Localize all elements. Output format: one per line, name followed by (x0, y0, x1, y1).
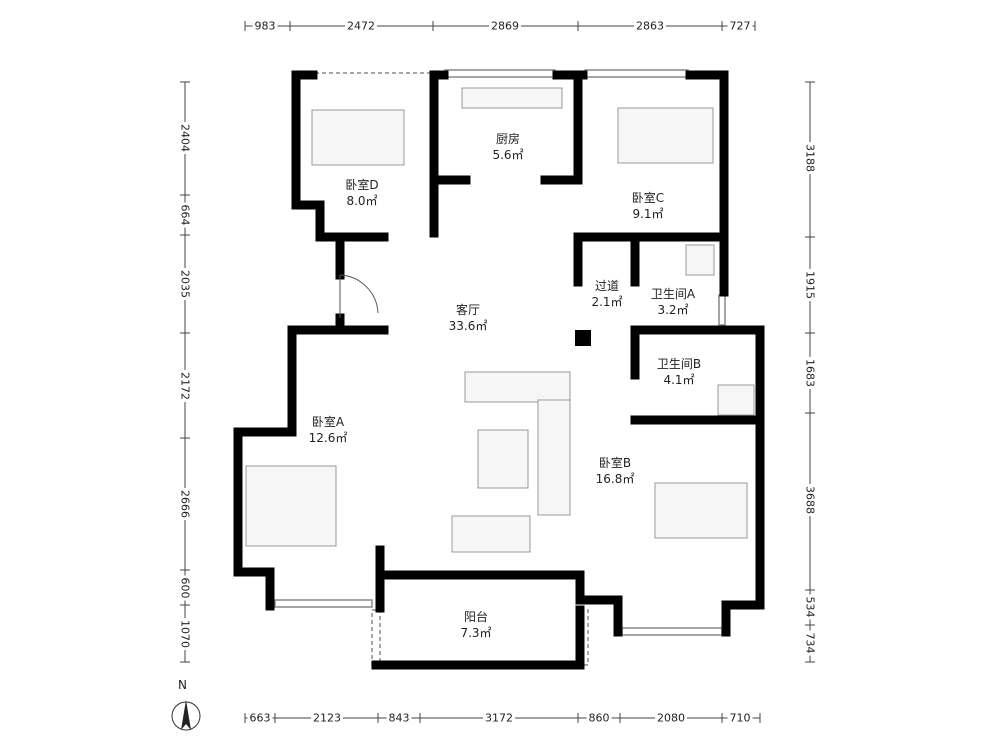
dim-bottom: 3172 (483, 711, 515, 725)
room-area: 8.0㎡ (346, 194, 378, 208)
room-area: 9.1㎡ (632, 207, 664, 221)
dim-left: 1070 (178, 618, 192, 650)
room-corridor: 过道 2.1㎡ (591, 278, 622, 310)
toilet-b (717, 384, 755, 416)
sofa-top (464, 371, 571, 403)
dim-right: 1683 (803, 357, 817, 389)
room-bathroom-a: 卫生间A 3.2㎡ (651, 286, 695, 318)
room-name: 过道 (594, 279, 619, 293)
room-area: 16.8㎡ (595, 472, 635, 486)
room-area: 7.3㎡ (460, 626, 492, 640)
room-balcony: 阳台 7.3㎡ (460, 609, 491, 641)
dim-right: 3188 (803, 142, 817, 174)
dim-left: 2404 (178, 122, 192, 154)
sofa-side (537, 399, 571, 516)
room-bedroom-a: 卧室A 12.6㎡ (309, 414, 348, 446)
dim-bottom: 860 (586, 711, 612, 725)
room-living: 客厅 33.6㎡ (449, 302, 488, 334)
bed-c (617, 107, 714, 164)
dim-right: 534 (803, 594, 817, 620)
dim-bottom: 2080 (655, 711, 687, 725)
dim-left: 2666 (178, 488, 192, 520)
dim-left: 664 (178, 202, 192, 228)
room-name: 卫生间B (656, 357, 702, 371)
bed-b (654, 482, 748, 539)
room-name: 卧室B (598, 456, 632, 470)
dim-left: 2172 (178, 370, 192, 402)
stove (461, 87, 563, 109)
room-name: 厨房 (495, 132, 520, 146)
dim-top: 2869 (489, 19, 521, 33)
room-bedroom-c: 卧室C 9.1㎡ (632, 190, 664, 222)
furniture (245, 87, 755, 553)
room-name: 卧室C (631, 191, 665, 205)
dim-bottom: 2123 (311, 711, 343, 725)
door-swing (339, 274, 379, 314)
room-bedroom-d: 卧室D 8.0㎡ (345, 177, 378, 209)
room-area: 2.1㎡ (591, 295, 623, 309)
room-area: 3.2㎡ (657, 303, 689, 317)
room-name: 卧室D (345, 178, 379, 192)
walls (233, 70, 765, 670)
column (575, 330, 591, 346)
dim-right: 1915 (803, 269, 817, 301)
dim-right: 734 (803, 630, 817, 656)
dimension-ticks (180, 21, 815, 723)
dim-right: 3688 (803, 484, 817, 516)
dim-bottom: 710 (727, 711, 753, 725)
toilet-a (685, 244, 715, 276)
room-area: 4.1㎡ (663, 373, 695, 387)
compass-north-label: N (178, 678, 187, 692)
room-kitchen: 厨房 5.6㎡ (492, 131, 523, 163)
room-name: 卫生间A (650, 287, 696, 301)
bed-d (311, 109, 405, 166)
dim-top: 983 (252, 19, 278, 33)
room-bedroom-b: 卧室B 16.8㎡ (596, 455, 635, 487)
dim-bottom: 843 (386, 711, 412, 725)
room-name: 卧室A (311, 415, 345, 429)
room-bathroom-b: 卫生间B 4.1㎡ (657, 356, 701, 388)
dim-left: 600 (178, 575, 192, 601)
dim-top: 727 (727, 19, 753, 33)
bed-a (245, 465, 337, 547)
room-name: 客厅 (455, 303, 481, 317)
dim-bottom: 663 (247, 711, 273, 725)
dim-top: 2472 (345, 19, 377, 33)
room-area: 12.6㎡ (308, 431, 348, 445)
coffee-table (477, 429, 529, 489)
room-area: 33.6㎡ (448, 319, 488, 333)
room-name: 阳台 (463, 610, 488, 624)
chairs (451, 515, 531, 553)
dim-top: 2863 (634, 19, 666, 33)
dim-left: 2035 (178, 268, 192, 300)
room-area: 5.6㎡ (492, 148, 524, 162)
compass-rose (171, 700, 201, 731)
